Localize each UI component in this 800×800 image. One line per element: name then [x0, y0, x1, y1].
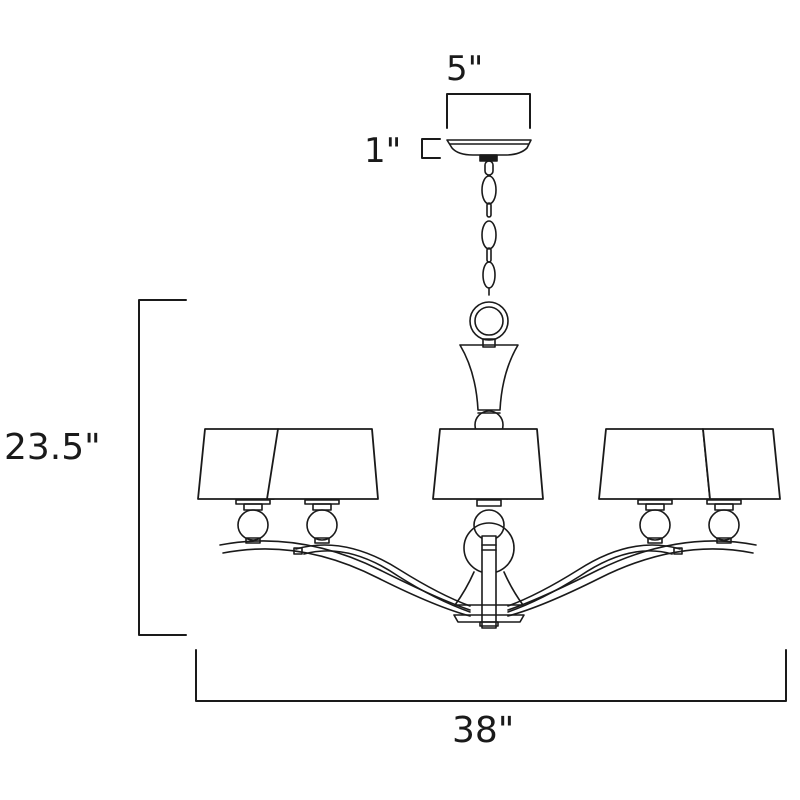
left-outer-socket: [235, 499, 271, 544]
shade-left-outer: [197, 428, 279, 500]
canopy-height-bracket: [421, 138, 441, 159]
shade-right-inner: [598, 428, 711, 500]
shade-right-outer: [702, 428, 781, 500]
overall-height-label: 23.5": [4, 427, 101, 468]
overall-width-bracket: [195, 649, 787, 702]
shade-center: [432, 428, 544, 500]
canopy: [446, 139, 532, 162]
overall-width-label: 38": [452, 710, 515, 751]
canopy-width-label: 5": [446, 49, 484, 89]
overall-height-bracket: [138, 299, 187, 636]
canopy-height-label: 1": [364, 131, 402, 171]
arms: [219, 540, 757, 617]
central-vase: [459, 344, 519, 440]
right-outer-socket: [706, 499, 742, 544]
shade-left-inner: [266, 428, 379, 500]
canopy-width-bracket: [446, 93, 531, 129]
chain: [481, 160, 497, 296]
top-ring: [469, 301, 509, 348]
left-inner-socket: [304, 499, 340, 544]
right-inner-socket: [637, 499, 673, 544]
shades: [197, 428, 781, 500]
central-body: [453, 489, 525, 629]
